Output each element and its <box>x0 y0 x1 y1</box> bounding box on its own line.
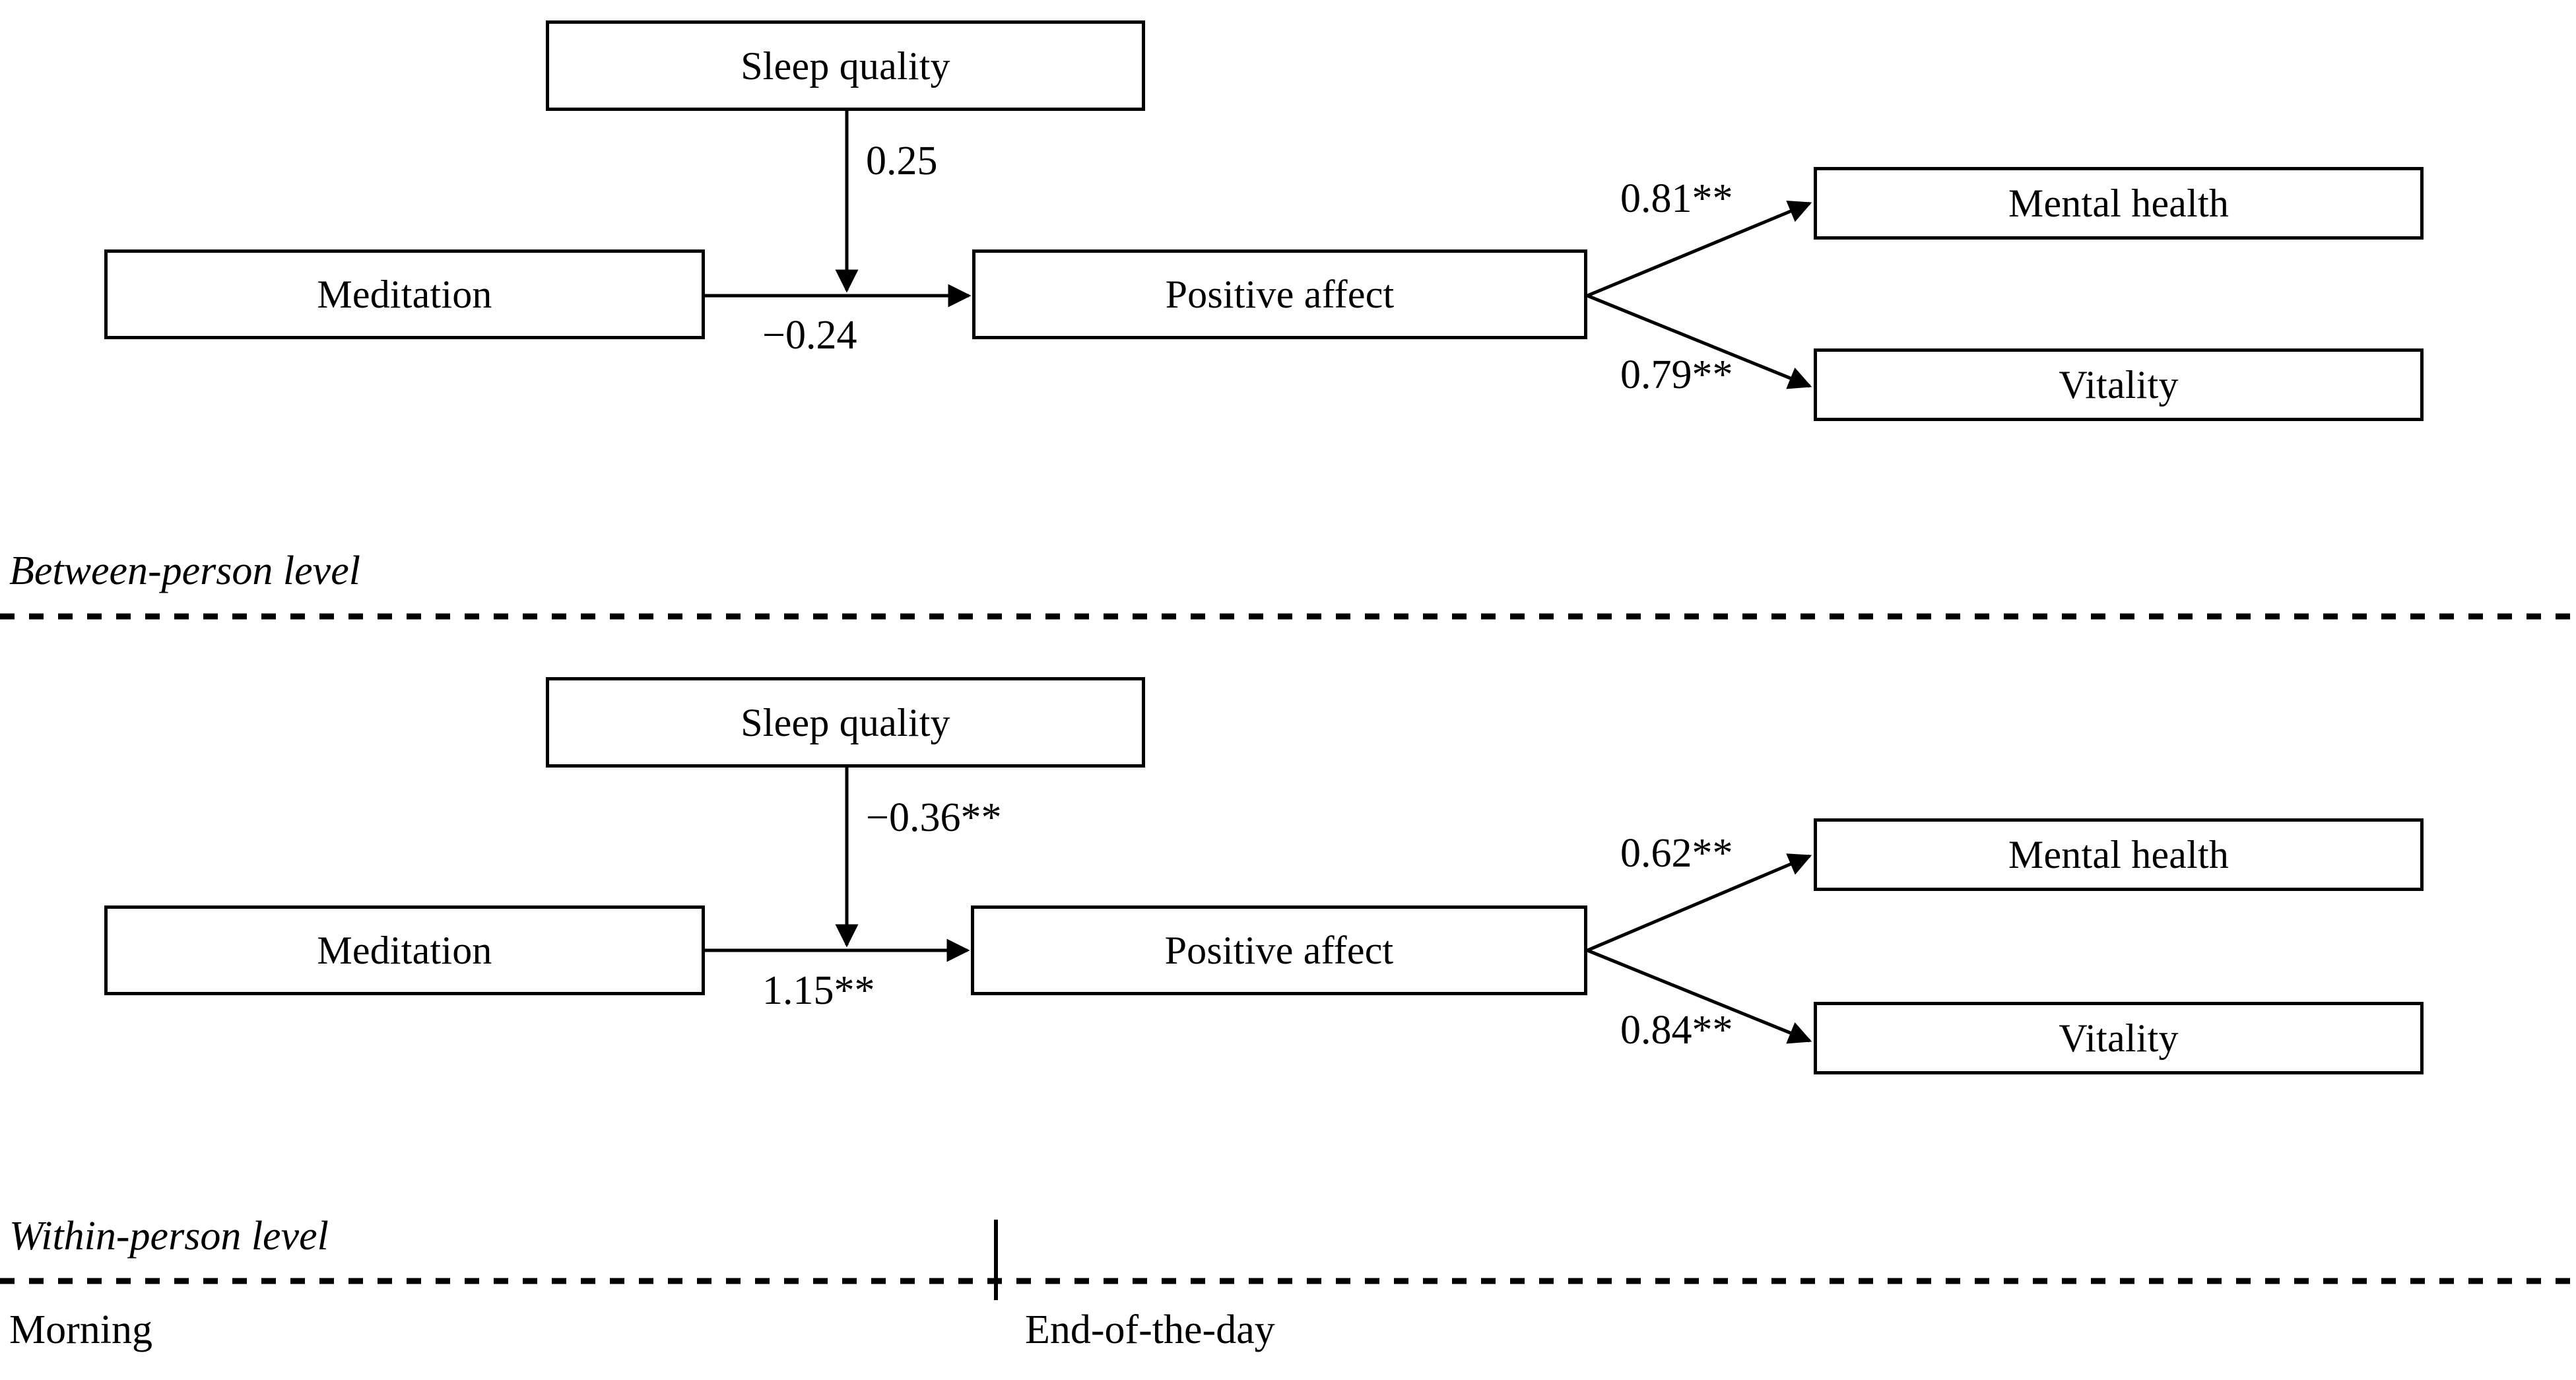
node-label: Positive affect <box>1164 929 1394 972</box>
coef-sleep-to-path-between: 0.25 <box>866 139 938 183</box>
node-label: Meditation <box>317 273 492 316</box>
node-label: Sleep quality <box>741 44 950 88</box>
caption-between-person-level: Between-person level <box>9 548 360 593</box>
time-label-end-of-the-day: End-of-the-day <box>1025 1307 1275 1352</box>
node-label: Mental health <box>2008 833 2229 876</box>
coef-affect-to-vitality-within: 0.84** <box>1620 1008 1733 1053</box>
node-vitality-within[interactable]: Vitality <box>1814 1002 2424 1074</box>
coef-sleep-to-path-within: −0.36** <box>866 795 1002 840</box>
coef-meditation-to-affect-between: −0.24 <box>762 313 857 358</box>
node-label: Mental health <box>2008 181 2229 225</box>
node-label: Meditation <box>317 929 492 972</box>
time-label-morning: Morning <box>9 1307 152 1352</box>
caption-within-person-level: Within-person level <box>9 1214 329 1259</box>
coef-affect-to-mental-within: 0.62** <box>1620 831 1733 876</box>
node-mental-health-between[interactable]: Mental health <box>1814 167 2424 240</box>
node-mental-health-within[interactable]: Mental health <box>1814 818 2424 891</box>
node-label: Vitality <box>2059 363 2179 407</box>
coef-affect-to-mental-between: 0.81** <box>1620 176 1733 221</box>
node-sleep-quality-between[interactable]: Sleep quality <box>546 20 1145 111</box>
node-label: Positive affect <box>1165 273 1395 316</box>
node-sleep-quality-within[interactable]: Sleep quality <box>546 677 1145 768</box>
node-label: Sleep quality <box>741 700 950 744</box>
coef-affect-to-vitality-between: 0.79** <box>1620 352 1733 397</box>
node-meditation-between[interactable]: Meditation <box>104 249 705 339</box>
node-positive-affect-between[interactable]: Positive affect <box>972 249 1587 339</box>
node-meditation-within[interactable]: Meditation <box>104 905 705 995</box>
coef-meditation-to-affect-within: 1.15** <box>762 968 875 1013</box>
node-label: Vitality <box>2059 1016 2179 1060</box>
node-vitality-between[interactable]: Vitality <box>1814 348 2424 421</box>
node-positive-affect-within[interactable]: Positive affect <box>971 905 1587 995</box>
